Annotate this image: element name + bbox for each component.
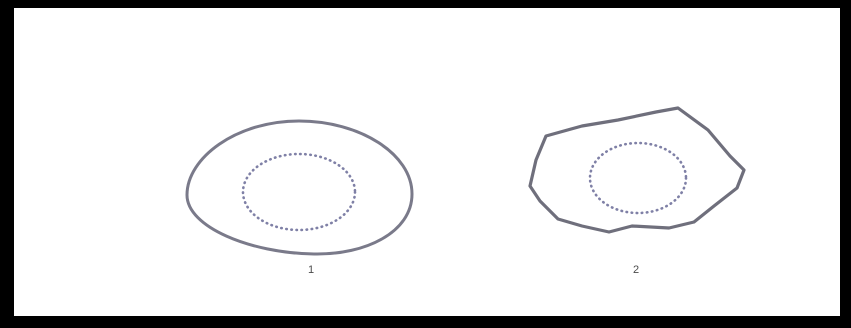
figure-1-label: 1 bbox=[308, 264, 314, 276]
diagram-panel: 1 2 bbox=[14, 8, 840, 316]
figure-1: 1 bbox=[187, 121, 412, 276]
figure-2-label: 2 bbox=[633, 264, 639, 276]
figure-2: 2 bbox=[530, 108, 744, 276]
figure-2-inner-dotted-outline bbox=[590, 143, 686, 213]
figure-1-inner-dotted-outline bbox=[243, 154, 355, 230]
figure-1-outer-outline bbox=[187, 121, 412, 254]
diagram-canvas: 1 2 bbox=[14, 8, 840, 316]
